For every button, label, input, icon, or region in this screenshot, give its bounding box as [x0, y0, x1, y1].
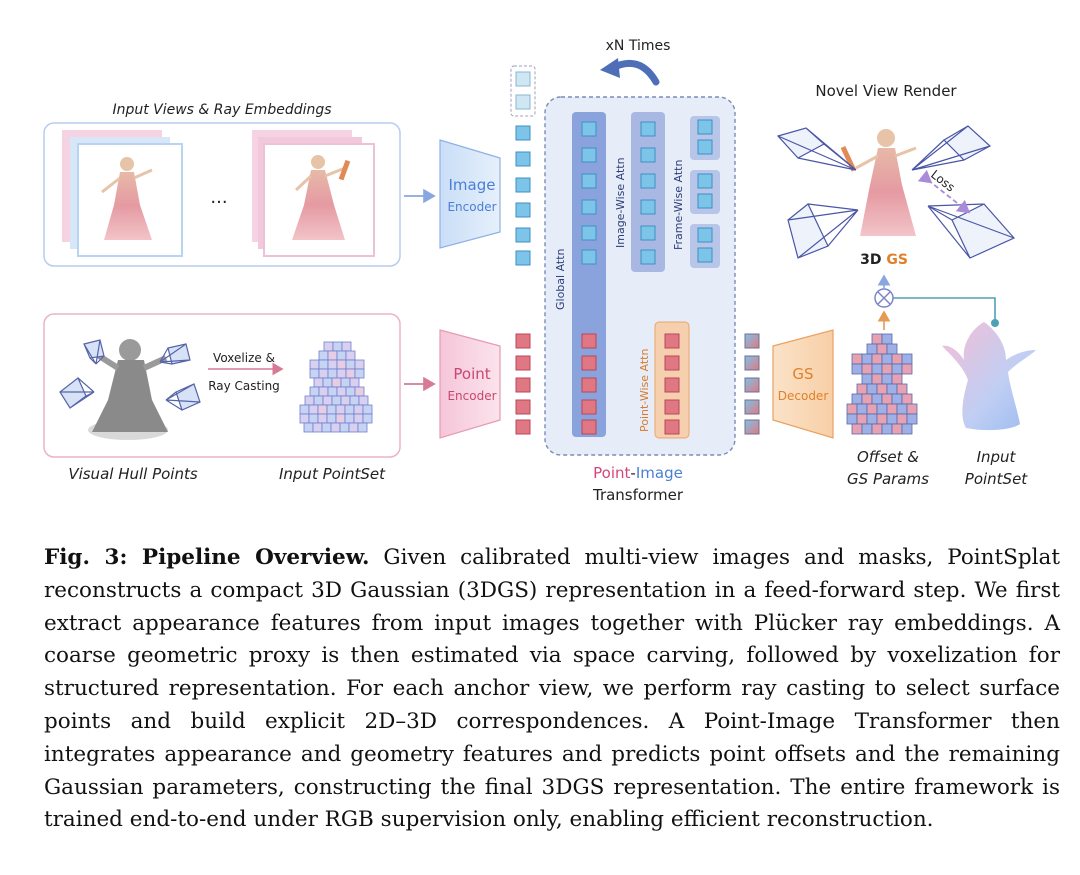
rendered-person [840, 129, 917, 236]
output-tokens [744, 333, 760, 435]
transformer-title-image: Image [636, 464, 683, 482]
novel-view-render-title: Novel View Render [815, 82, 957, 100]
offset-gs-voxels [846, 333, 918, 435]
input-views-title: Input Views & Ray Embeddings [112, 102, 331, 118]
camera-frustum-2 [159, 343, 191, 365]
transformer-title-line2: Transformer [592, 486, 684, 504]
input-pointcloud-right [942, 319, 1036, 431]
render-camera-top-left [776, 127, 857, 171]
gs-decoder-line1: GS [792, 365, 813, 383]
point-image-transformer: xN Times Global Attn Image-Wise Attn [544, 38, 736, 504]
caption-text: Given calibrated multi-view images and m… [44, 545, 1060, 833]
transformer-title-dash: - [630, 464, 635, 482]
point-wise-attn-label: Point-Wise Attn [638, 349, 651, 432]
frame-wise-attn-label: Frame-Wise Attn [672, 160, 685, 250]
visual-hull-points-label: Visual Hull Points [68, 465, 198, 483]
point-encoder: Point Encoder [439, 329, 501, 439]
point-encoder-line1: Point [453, 365, 490, 383]
camera-tokens [510, 65, 536, 117]
loss-label: Loss [928, 167, 957, 194]
input-view-frame-1 [62, 130, 183, 257]
camera-frustum-4 [165, 383, 201, 411]
person-image-2 [292, 155, 351, 240]
gs-label-prefix: 3D [860, 252, 881, 268]
repeat-arrow-head [600, 58, 620, 78]
point-encoder-line2: Encoder [447, 389, 496, 403]
figure-caption: Fig. 3: Pipeline Overview. Given calibra… [44, 542, 1060, 837]
combine-connector [874, 274, 996, 330]
transformer-title-line1: Point-Image [593, 464, 683, 482]
ellipsis: ... [210, 187, 227, 208]
pipeline-figure: Input Views & Ray Embeddings ... [43, 38, 1036, 504]
image-tokens [515, 125, 531, 266]
image-encoder-line1: Image [449, 176, 496, 194]
input-pointset-right-line1: Input [977, 448, 1017, 466]
point-wise-attn-block: Point-Wise Attn [638, 321, 690, 439]
frame-wise-attn-block: Frame-Wise Attn [672, 116, 720, 268]
gs-decoder: GS Decoder [772, 329, 834, 439]
camera-frustum-3 [59, 377, 95, 409]
point-input-panel: Voxelize & Ray Casting [43, 313, 401, 458]
caption-label: Fig. 3: Pipeline Overview. [44, 545, 370, 570]
global-attn-block: Global Attn [554, 112, 606, 437]
input-pointset-left-label: Input PointSet [279, 465, 386, 483]
render-camera-bottom-left [787, 203, 859, 259]
offset-params-line2: GS Params [847, 470, 929, 488]
gs-label: 3D GS [860, 252, 908, 268]
voxelize-label-line1: Voxelize & [213, 351, 275, 365]
camera-frustum-1 [83, 339, 105, 365]
image-wise-attn-label: Image-Wise Attn [614, 157, 627, 248]
image-encoder: Image Encoder [439, 139, 501, 249]
input-views-panel: Input Views & Ray Embeddings ... [43, 102, 401, 267]
input-pointset-right-line2: PointSet [965, 470, 1029, 488]
image-encoder-line2: Encoder [447, 200, 496, 214]
image-wise-attn-block: Image-Wise Attn [614, 112, 665, 272]
gs-decoder-line2: Decoder [778, 389, 829, 403]
transformer-title-point: Point [593, 464, 630, 482]
input-pointset-voxels [299, 341, 373, 433]
global-attn-label: Global Attn [554, 248, 567, 310]
render-camera-bottom-right [927, 203, 1015, 259]
loss-arrow [917, 169, 971, 214]
repeat-label: xN Times [606, 38, 671, 54]
voxelize-label-line2: Ray Casting [208, 379, 280, 393]
point-tokens [515, 333, 531, 435]
render-camera-top-right [911, 125, 992, 171]
offset-params-line1: Offset & [857, 448, 919, 466]
gs-label-suffix: GS [886, 252, 908, 268]
input-view-frame-2 [252, 130, 375, 257]
person-image-1 [101, 157, 153, 240]
